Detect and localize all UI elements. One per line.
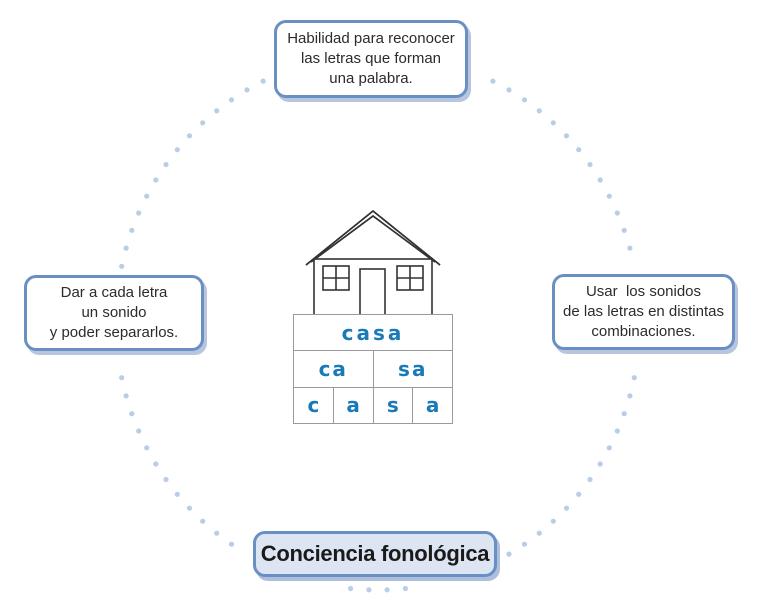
ring-dot — [606, 445, 612, 451]
left-box-line-2: un sonido — [81, 304, 147, 321]
ring-dot — [576, 491, 582, 497]
ring-dot — [186, 505, 193, 511]
right-concept-box: Usar los sonidos de las letras en distin… — [552, 274, 735, 350]
ring-dot — [536, 530, 542, 536]
left-box-line-1: Dar a cada letra — [60, 284, 168, 301]
right-box-line-3: combinaciones. — [591, 323, 696, 340]
right-box-line-2: de las letras en distintas — [563, 303, 724, 320]
ring-dot — [129, 411, 135, 417]
ring-dot — [614, 210, 620, 216]
left-concept-box: Dar a cada letra un sonido y poder separ… — [24, 275, 204, 351]
ring-dot — [550, 120, 556, 126]
ring-dot — [587, 161, 593, 168]
ring-dot — [521, 97, 528, 103]
ring-dot — [563, 505, 570, 511]
ring-dot — [200, 120, 206, 126]
ring-dot — [136, 210, 142, 216]
letter-cell-3: s — [372, 386, 414, 425]
ring-dot — [627, 393, 633, 399]
ring-dot — [163, 476, 169, 483]
ring-dot — [366, 587, 372, 593]
ring-dot — [536, 108, 542, 114]
ring-dot — [214, 530, 220, 536]
ring-dot — [348, 585, 354, 592]
ring-dot — [123, 393, 129, 399]
ring-dot — [587, 476, 593, 483]
ring-dot — [614, 428, 620, 434]
ring-dot — [631, 375, 637, 381]
ring-dot — [521, 541, 528, 547]
ring-dot — [490, 78, 496, 84]
ring-dot — [621, 227, 627, 233]
ring-dot — [144, 193, 150, 199]
ring-dot — [550, 518, 556, 524]
ring-dot — [123, 245, 129, 251]
ring-dot — [119, 263, 125, 269]
top-box-line-1: Habilidad para reconocer — [287, 30, 455, 47]
ring-dot — [228, 541, 235, 547]
ring-dot — [153, 177, 159, 183]
word-decomposition-table: casa ca sa c a s a — [293, 313, 453, 425]
ring-dot — [563, 133, 570, 139]
ring-dot — [597, 177, 603, 183]
ring-dot — [606, 193, 612, 199]
ring-dot — [186, 133, 193, 139]
ring-dot — [200, 518, 206, 524]
ring-dot — [506, 551, 512, 557]
syllable-cell-1: ca — [293, 350, 374, 388]
word-row: casa — [293, 313, 453, 352]
ring-dot — [163, 161, 169, 168]
ring-dot — [576, 147, 582, 153]
diagram-title: Conciencia fonológica — [260, 541, 490, 566]
ring-dot — [136, 428, 142, 434]
letter-row: c a s a — [293, 386, 453, 425]
ring-dot — [621, 411, 627, 417]
ring-dot — [129, 227, 135, 233]
letter-cell-2: a — [332, 386, 374, 425]
top-box-line-2: las letras que forman — [300, 50, 442, 67]
top-concept-box: Habilidad para reconocer las letras que … — [274, 20, 468, 98]
word-cell: casa — [293, 313, 453, 352]
letter-cell-1: c — [293, 386, 334, 425]
ring-dot — [214, 108, 220, 114]
ring-dot — [627, 245, 633, 251]
ring-dot — [153, 461, 159, 467]
ring-dot — [174, 147, 180, 153]
ring-dot — [506, 87, 512, 93]
ring-dot — [244, 87, 250, 93]
right-box-line-1: Usar los sonidos — [585, 283, 702, 300]
ring-dot — [174, 491, 180, 497]
ring-dot — [228, 97, 235, 103]
letter-cell-4: a — [412, 386, 453, 425]
syllable-row: ca sa — [293, 350, 453, 388]
syllable-cell-2: sa — [372, 350, 453, 388]
left-box-line-3: y poder separarlos. — [49, 324, 179, 341]
house-icon — [305, 209, 441, 316]
top-box-line-3: una palabra. — [329, 70, 413, 87]
ring-dot — [260, 78, 266, 84]
diagram-title-box: Conciencia fonológica — [253, 531, 497, 577]
ring-dot — [597, 461, 603, 467]
ring-dot — [384, 587, 390, 593]
ring-dot — [119, 375, 125, 381]
ring-dot — [402, 585, 408, 592]
ring-dot — [144, 445, 150, 451]
